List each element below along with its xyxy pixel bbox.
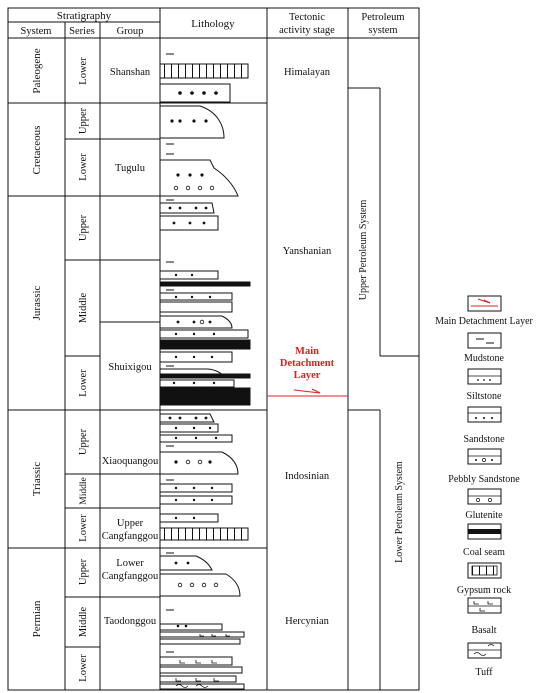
header-petroleum-1: Petroleum <box>361 12 404 23</box>
legend-detachment-swatch <box>467 295 502 312</box>
group-upper-cangfanggou: Cangfanggou <box>102 531 159 542</box>
series-label: Lower <box>78 654 89 682</box>
header-tectonic-1: Tectonic <box>289 12 325 23</box>
header-series: Series <box>69 26 95 37</box>
legend-sandstone-swatch <box>467 406 502 423</box>
detachment-line <box>267 388 348 397</box>
detachment-label: Layer <box>294 370 321 381</box>
legend-label: Sandstone <box>463 434 505 445</box>
legend-label: Basalt <box>472 625 497 636</box>
legend-tuff-swatch <box>467 642 502 659</box>
tectonic-hercynian: Hercynian <box>285 616 329 627</box>
petroleum-upper: Upper Petroleum System <box>358 200 369 301</box>
header-stratigraphy: Stratigraphy <box>57 10 112 22</box>
legend: Main Detachment Layer Mudstone Siltstone… <box>435 295 534 678</box>
legend-mudstone-swatch <box>467 332 502 349</box>
series-label: Upper <box>78 107 89 134</box>
legend-pebbly-sandstone-swatch <box>467 448 502 465</box>
series-label: Middle <box>78 607 89 638</box>
system-paleogene: Paleogene <box>31 48 43 93</box>
tectonic-himalayan: Himalayan <box>284 67 331 78</box>
tectonic-indosinian: Indosinian <box>285 471 330 482</box>
group-shanshan: Shanshan <box>110 67 151 78</box>
group-lower-cangfanggou: Cangfanggou <box>102 571 159 582</box>
legend-label: Gypsum rock <box>457 585 511 596</box>
system-permian: Permian <box>31 600 43 637</box>
detachment-label: Detachment <box>280 358 335 369</box>
series-label: Lower <box>78 514 89 542</box>
legend-label: Coal seam <box>463 547 505 558</box>
legend-label: Siltstone <box>466 391 502 402</box>
series-label: Upper <box>78 214 89 241</box>
legend-basalt-swatch <box>467 597 502 614</box>
group-taodonggou: Taodonggou <box>104 616 157 627</box>
series-label: Lower <box>78 153 89 181</box>
series-label: Lower <box>78 57 89 85</box>
legend-label: Mudstone <box>464 353 505 364</box>
lithology-pebbles <box>173 185 219 588</box>
tectonic-yanshanian: Yanshanian <box>283 246 332 257</box>
legend-label: Tuff <box>475 667 493 678</box>
petroleum-lower: Lower Petroleum System <box>394 461 405 563</box>
series-label: Lower <box>78 369 89 397</box>
header-system: System <box>21 26 52 37</box>
petroleum-brackets <box>348 87 419 690</box>
group-shuixigou: Shuixigou <box>108 362 152 373</box>
header-group: Group <box>117 26 144 37</box>
series-label: Upper <box>78 558 89 585</box>
system-triassic: Triassic <box>31 462 43 497</box>
header-tectonic-2: activity stage <box>279 25 335 36</box>
header-lithology: Lithology <box>191 18 235 30</box>
group-xiaoquangou: Xiaoquangou <box>102 456 159 467</box>
legend-label: Pebbly Sandstone <box>448 474 520 485</box>
system-jurassic: Jurassic <box>31 285 43 320</box>
series-label: Middle <box>79 477 89 504</box>
lithology-column <box>159 53 251 690</box>
series-label: Middle <box>78 293 89 324</box>
legend-gypsum-rock-swatch <box>467 562 502 579</box>
group-tugulu: Tugulu <box>115 163 146 174</box>
group-lower-cangfanggou: Lower <box>116 558 144 569</box>
header-petroleum-2: system <box>368 25 397 36</box>
legend-siltstone-swatch <box>467 368 502 385</box>
legend-label: Glutenite <box>465 510 503 521</box>
detachment-label: Main <box>295 346 319 357</box>
system-cretaceous: Cretaceous <box>31 126 43 175</box>
group-upper-cangfanggou: Upper <box>117 518 144 529</box>
series-label: Upper <box>78 428 89 455</box>
lithology-ornaments <box>168 91 218 628</box>
lithology-basalt-marks <box>175 634 230 688</box>
legend-coal-seam-swatch <box>467 523 502 540</box>
legend-glutenite-swatch <box>467 488 502 505</box>
legend-label: Main Detachment Layer <box>435 316 533 327</box>
